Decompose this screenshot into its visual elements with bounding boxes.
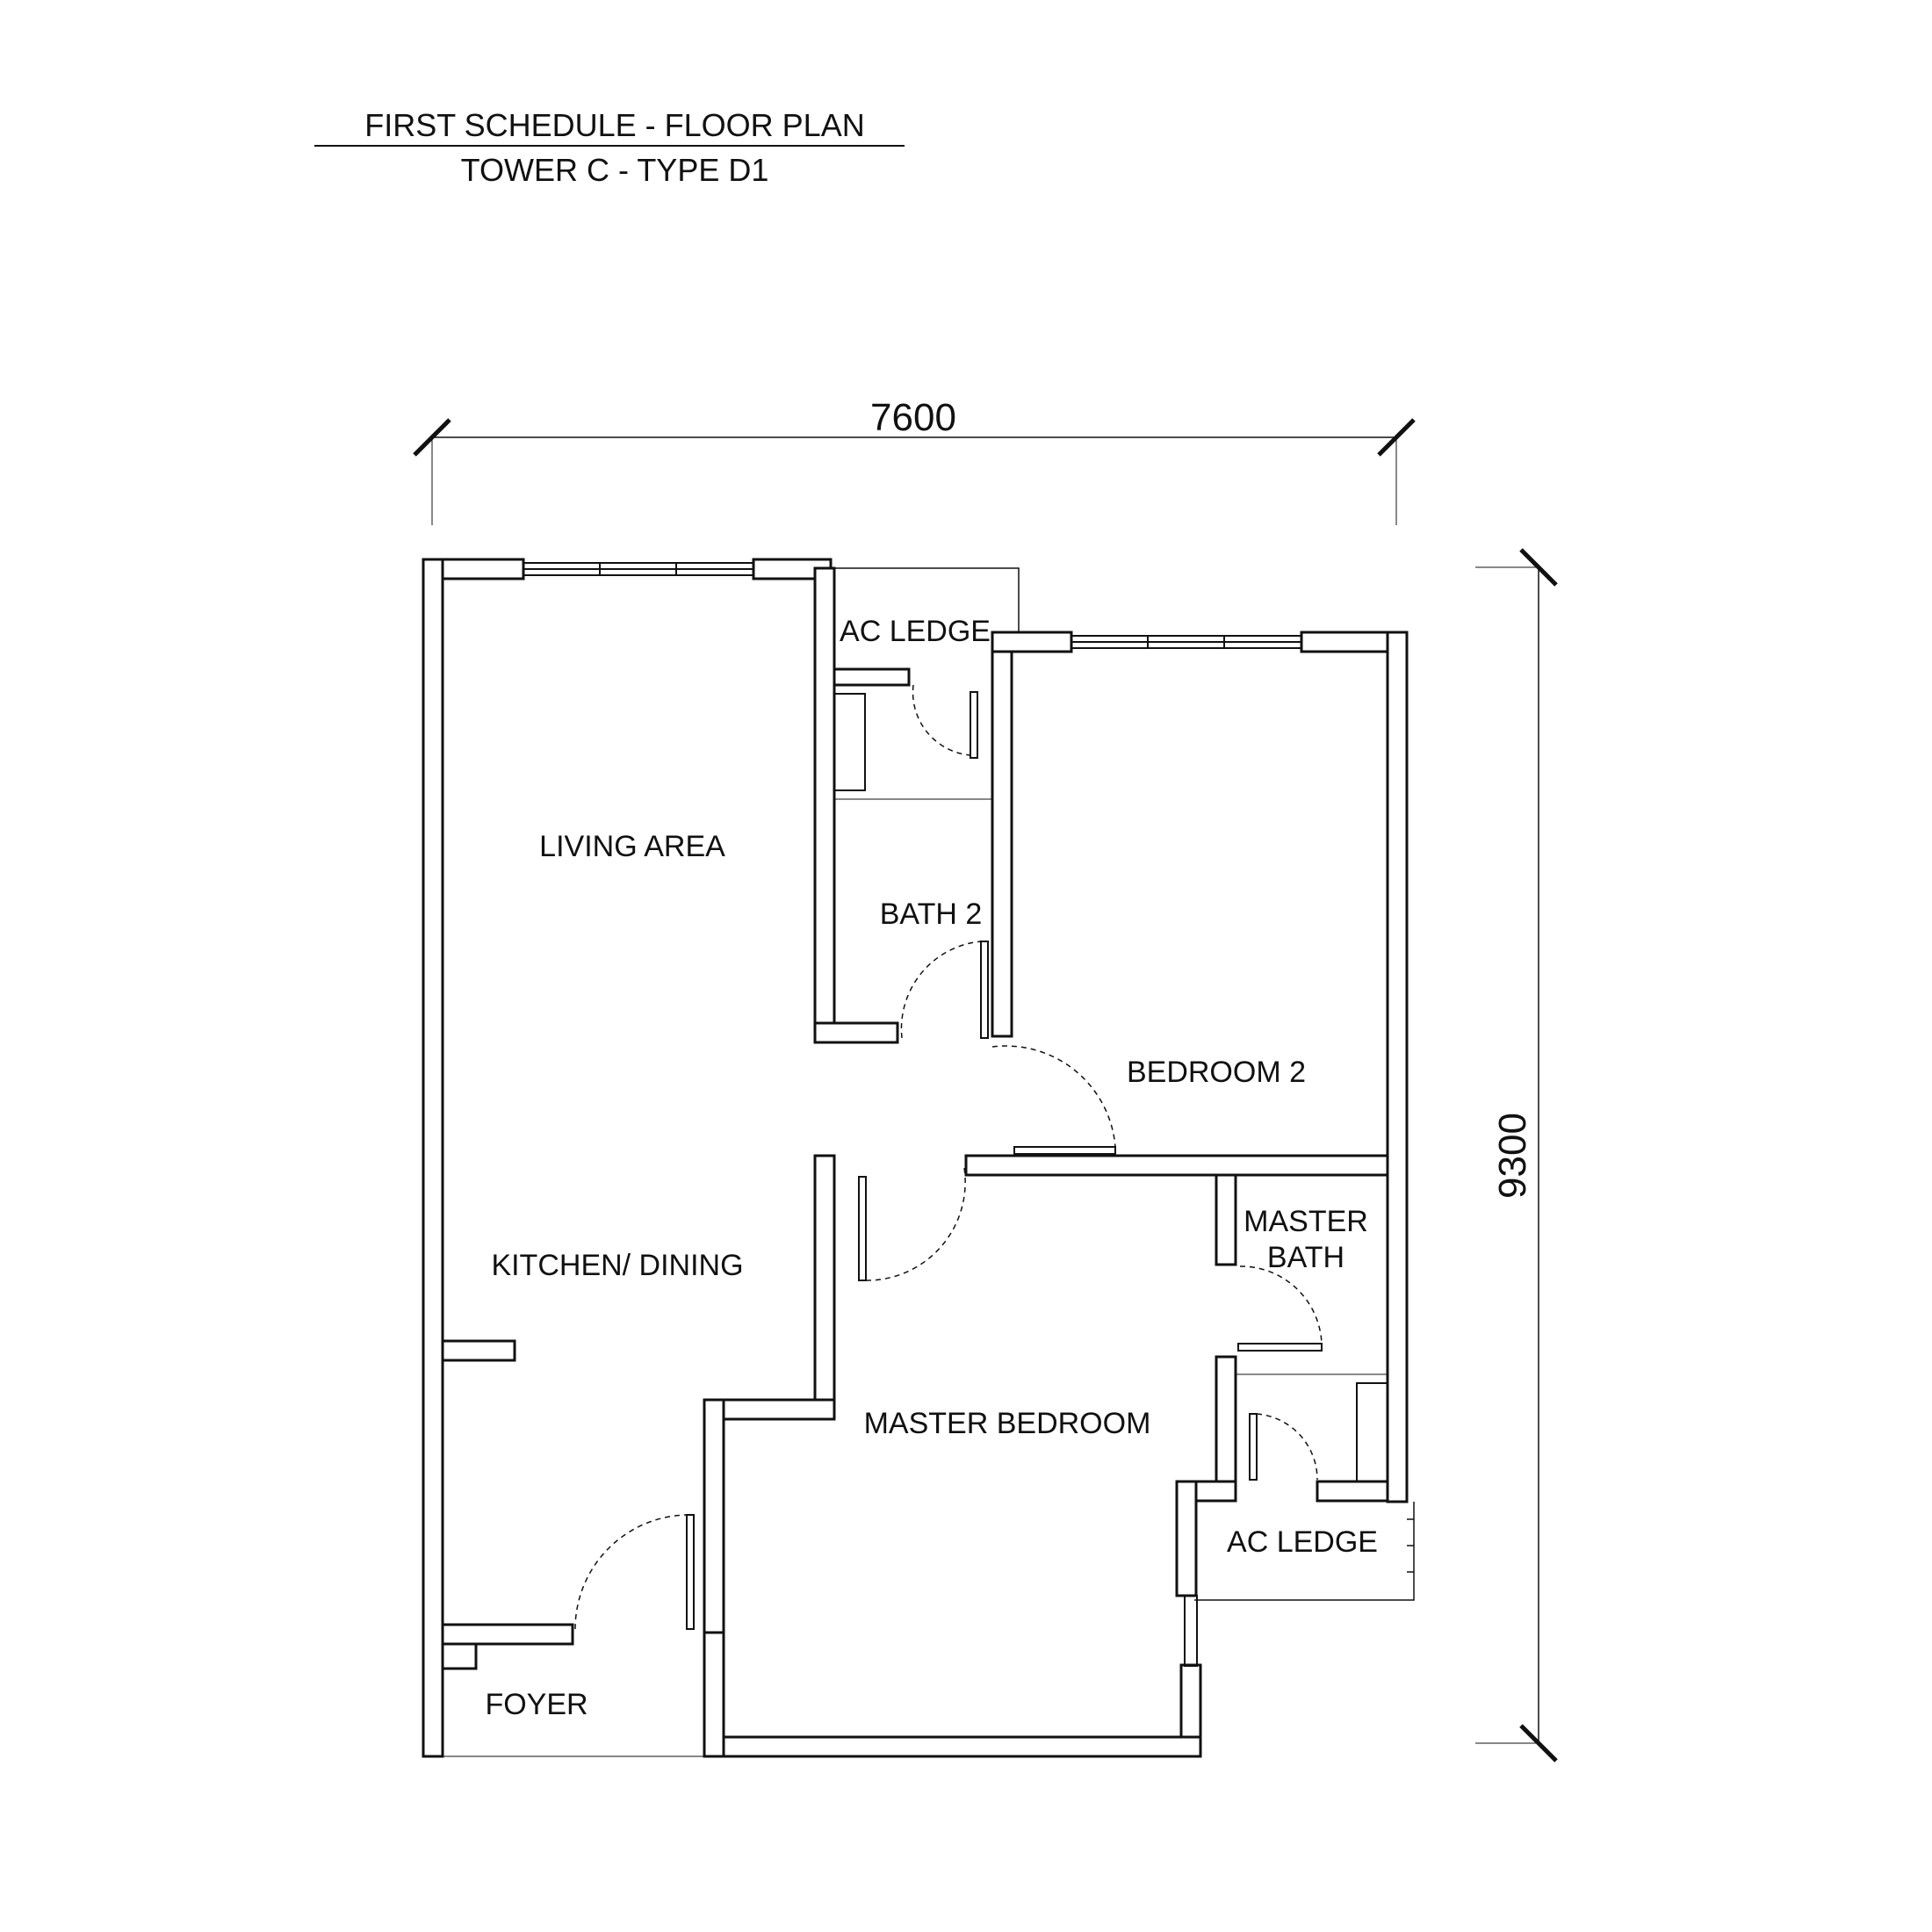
width-dimension-label: 7600: [870, 396, 956, 439]
width-tick-right: [1377, 418, 1416, 457]
master-bedroom-window: [1184, 1595, 1198, 1667]
room-label-ac-ledge-bottom: AC LEDGE: [1227, 1525, 1378, 1559]
bedroom2-top-wall-right: [1300, 631, 1393, 653]
ac-ledge-top-door-swing: [912, 684, 971, 756]
ac-ledge-railings: [834, 567, 1415, 1601]
doors: [574, 684, 1323, 1630]
height-dimension: [1475, 548, 1558, 1763]
width-dimension: [413, 418, 1416, 525]
room-label-bedroom-2: BEDROOM 2: [1127, 1056, 1306, 1089]
master-bath-bottom-wall: [1316, 1480, 1389, 1503]
master-bedroom-bottom-wall: [703, 1735, 1202, 1758]
living-top-wall-left: [441, 558, 525, 580]
foyer-partition: [441, 1623, 574, 1646]
bedroom2-top-wall-left: [991, 631, 1073, 653]
room-label-foyer: FOYER: [485, 1688, 588, 1721]
master-bedroom-door-leaf: [858, 1176, 867, 1281]
ac-ledge-top-railing: [834, 567, 1020, 632]
master-bath-left-wall-upper: [1215, 1173, 1237, 1266]
master-wc-door-swing: [1256, 1413, 1318, 1481]
living-bath2-wall: [813, 566, 836, 1044]
bedroom2-bottom-wall: [964, 1154, 1389, 1177]
ac-ledge-bottom-railing: [1194, 1502, 1415, 1601]
foyer-right-wall: [703, 1631, 725, 1758]
main-door-swing: [574, 1514, 688, 1630]
room-label-living-area: LIVING AREA: [539, 830, 725, 863]
master-bath-door-swing: [1239, 1265, 1323, 1344]
master-bath-sink: [1356, 1382, 1388, 1482]
title-block: FIRST SCHEDULE - FLOOR PLAN TOWER C - TY…: [314, 107, 905, 188]
room-label-bath-2: BATH 2: [880, 898, 983, 931]
plan-title: FIRST SCHEDULE - FLOOR PLAN: [364, 107, 864, 143]
fixtures: [443, 693, 1388, 1757]
height-tick-top: [1519, 548, 1558, 587]
master-wc-door-leaf: [1249, 1413, 1258, 1481]
bedroom2-door-leaf: [1013, 1146, 1116, 1155]
left-exterior-wall: [422, 558, 444, 1758]
kitchen-counter-stub: [441, 1339, 516, 1362]
bedroom2-door-swing: [991, 1045, 1116, 1148]
room-label-master-bedroom: MASTER BEDROOM: [864, 1407, 1151, 1440]
master-bath-door-leaf: [1237, 1343, 1323, 1352]
kitchen-master-wall-lower: [703, 1398, 725, 1634]
bath2-bedroom2-wall: [991, 644, 1013, 1038]
windows: [523, 562, 1302, 1667]
main-door-leaf: [686, 1514, 695, 1630]
bath2-bottom-wall-left: [813, 1021, 899, 1044]
ac-ledge-bottom-left-wall: [1175, 1480, 1198, 1597]
bath2-door-leaf: [980, 941, 989, 1039]
master-bath-left-wall-lower: [1215, 1355, 1237, 1483]
ac-ledge-top-door-leaf: [970, 691, 978, 759]
walls: [422, 558, 1409, 1758]
height-tick-bottom: [1519, 1724, 1558, 1763]
room-label-master-bath-line1: MASTER: [1244, 1205, 1368, 1238]
ac-ledge-top-bottom-wall: [833, 667, 911, 687]
room-label-master-bath-line2: BATH: [1267, 1241, 1344, 1274]
room-label-kitchen-dining: KITCHEN/ DINING: [491, 1249, 743, 1282]
master-bedroom-door-swing: [865, 1167, 966, 1281]
foyer-cabinet: [441, 1642, 478, 1670]
height-dimension-label: 9300: [1491, 1113, 1534, 1199]
right-exterior-wall: [1386, 631, 1409, 1503]
width-tick-left: [413, 418, 451, 457]
bath2-door-swing: [900, 941, 982, 1039]
room-labels: AC LEDGE LIVING AREA BATH 2 BEDROOM 2 MA…: [485, 615, 1378, 1721]
plan-subtitle: TOWER C - TYPE D1: [461, 152, 769, 188]
bath2-sink: [833, 693, 866, 791]
kitchen-master-wall-upper: [813, 1154, 836, 1421]
room-label-ac-ledge-top: AC LEDGE: [840, 615, 991, 648]
